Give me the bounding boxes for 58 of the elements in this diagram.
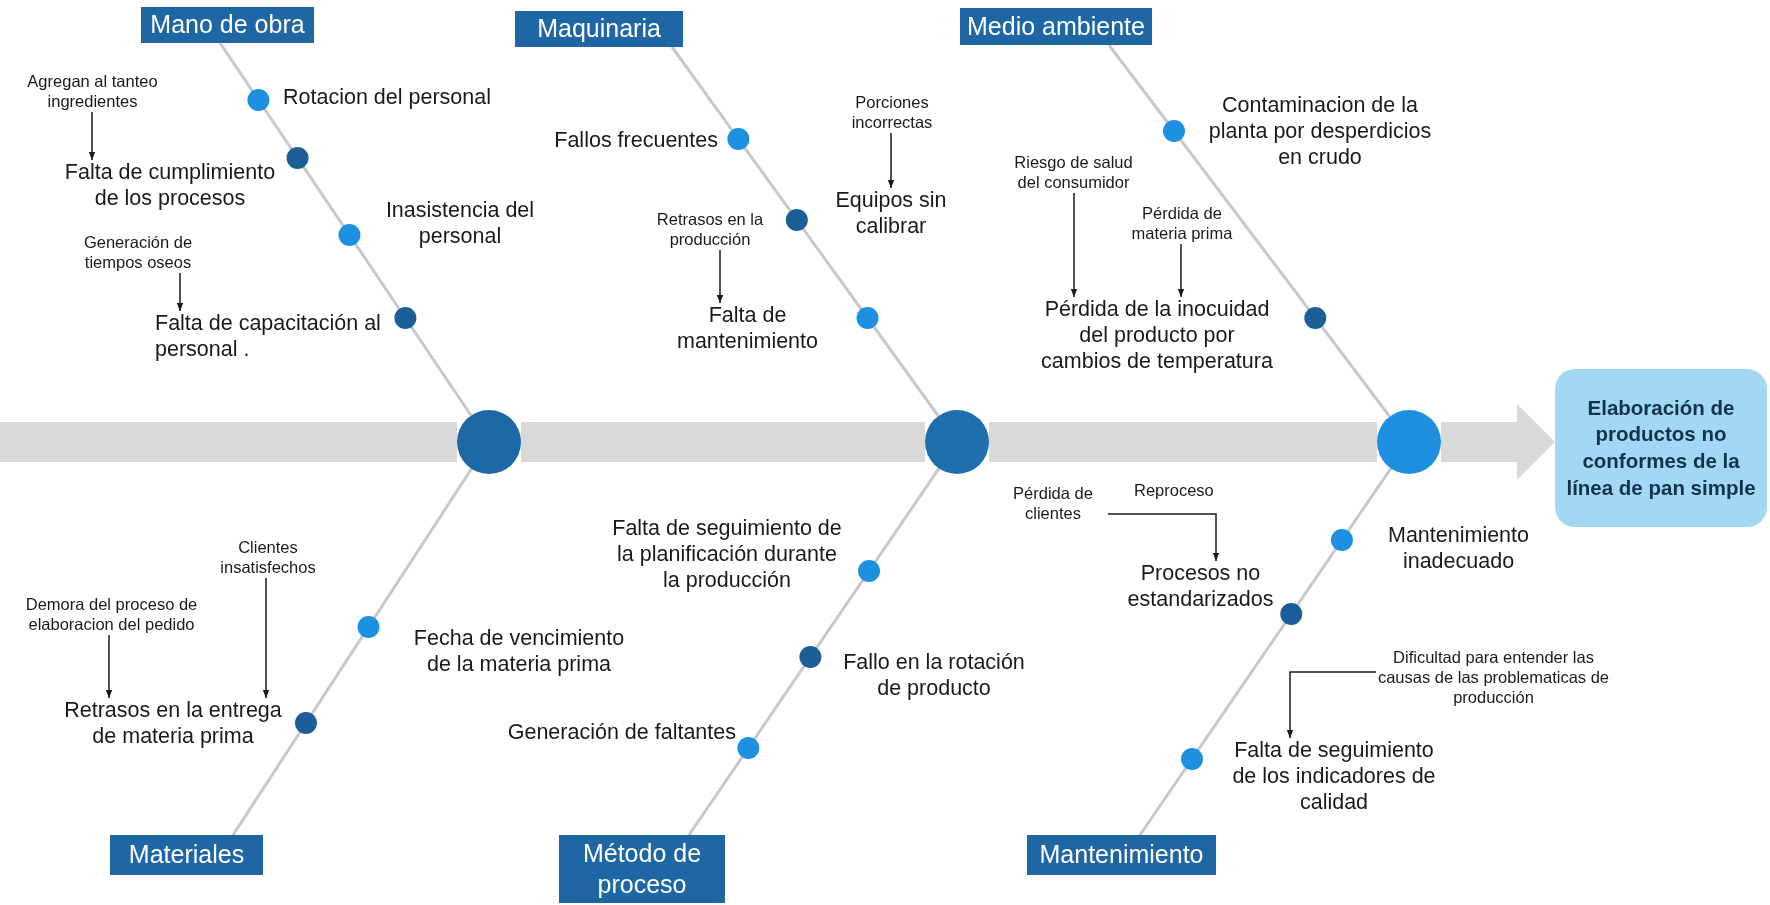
- cause-text: Inasistencia del personal: [375, 198, 545, 250]
- arrow: [262, 577, 270, 699]
- cause-text: Falta de capacitación al personal .: [155, 311, 405, 363]
- sub-cause-text: Agregan al tanteo ingredientes: [10, 72, 175, 112]
- cause-text: Falta de seguimiento de la planificación durante la producción: [607, 516, 847, 594]
- bone-line: [670, 46, 940, 417]
- cause-text: Fecha de vencimiento de la materia prima: [400, 626, 638, 678]
- arrow: [1107, 513, 1220, 562]
- category-header: Método de proceso: [559, 835, 725, 903]
- sub-cause-text: Riesgo de salud del consumidor: [1006, 153, 1141, 193]
- sub-cause-text: Porciones incorrectas: [836, 93, 948, 133]
- arrow: [716, 249, 724, 304]
- cause-text: Mantenimiento inadecuado: [1376, 523, 1541, 575]
- cause-text: Contaminacion de la planta por desperdicios en crudo: [1207, 93, 1433, 171]
- sub-cause-text: Demora del proceso de elaboracion del pedido: [4, 595, 219, 635]
- cause-text: Fallo en la rotación de producto: [843, 650, 1025, 702]
- sub-cause-text: Dificultad para entender las causas de las problematicas de producción: [1376, 648, 1611, 708]
- arrow: [887, 132, 895, 189]
- arrow: [176, 272, 184, 312]
- arrow: [88, 111, 96, 161]
- spine-circle: [1377, 410, 1441, 474]
- category-header: Medio ambiente: [960, 8, 1152, 45]
- arrow: [1286, 671, 1377, 739]
- sub-cause-text: Clientes insatisfechos: [203, 538, 333, 578]
- edge-label: Reproceso: [1132, 481, 1216, 501]
- bone-line: [1138, 467, 1393, 836]
- spine-circle: [925, 410, 989, 474]
- spine-arrow: [1441, 404, 1555, 480]
- arrow: [105, 634, 113, 699]
- arrow: [1070, 192, 1078, 298]
- sub-cause-text: Pérdida de clientes: [998, 484, 1108, 524]
- sub-cause-text: Retrasos en la producción: [640, 210, 780, 250]
- cause-text: Retrasos en la entrega de materia prima: [53, 698, 293, 750]
- spine-line: [0, 422, 457, 462]
- cause-text: Procesos no estandarizados: [1118, 561, 1283, 613]
- bone-line: [231, 468, 473, 836]
- cause-text: Falta de seguimiento de los indicadores de calidad: [1227, 738, 1441, 816]
- bone-line: [1107, 44, 1391, 418]
- arrow: [1177, 243, 1185, 298]
- category-header: Materiales: [110, 835, 263, 875]
- bone-line: [218, 42, 473, 417]
- sub-cause-text: Pérdida de materia prima: [1126, 204, 1238, 244]
- spine-line: [989, 422, 1377, 462]
- cause-text: Rotacion del personal: [283, 85, 523, 111]
- cause-text: Equipos sin calibrar: [825, 188, 957, 240]
- effect-box: Elaboración de productos no conformes de la línea de pan simple: [1555, 369, 1767, 527]
- cause-text: Falta de cumplimiento de los procesos: [50, 160, 290, 212]
- sub-cause-text: Generación de tiempos oseos: [68, 233, 208, 273]
- cause-text: Fallos frecuentes: [520, 128, 718, 154]
- bone-line: [687, 467, 941, 836]
- spine-line: [521, 422, 925, 462]
- category-header: Maquinaria: [515, 11, 683, 47]
- cause-text: Generación de faltantes: [478, 720, 736, 746]
- cause-text: Falta de mantenimiento: [665, 303, 830, 355]
- category-header: Mantenimiento: [1027, 835, 1216, 875]
- category-header: Mano de obra: [141, 7, 314, 43]
- spine-circle: [457, 410, 521, 474]
- cause-text: Pérdida de la inocuidad del producto por cambios de temperatura: [1041, 297, 1273, 375]
